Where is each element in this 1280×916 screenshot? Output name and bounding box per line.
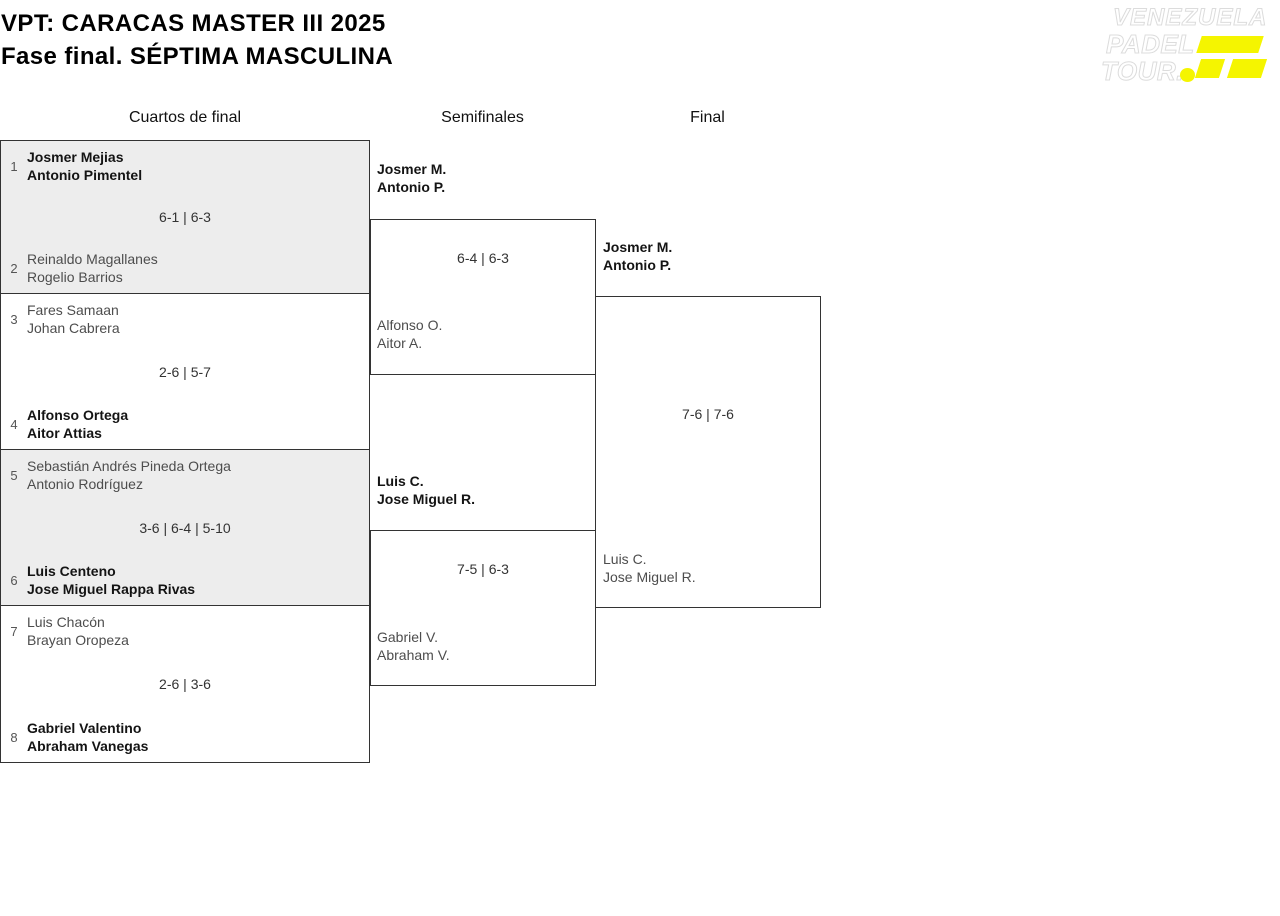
quarterfinal-match-3: 5 Sebastián Andrés Pineda Ortega Antonio… [1,449,369,605]
page-title: VPT: CARACAS MASTER III 2025 Fase final.… [1,7,393,73]
team-slot: 8 Gabriel Valentino Abraham Vanegas [1,719,369,755]
quarterfinal-match-4: 7 Luis Chacón Brayan Oropeza 2-6 | 3-6 8… [1,605,369,762]
team-name: Luis Centeno Jose Miguel Rappa Rivas [27,562,195,598]
semifinal-2-team-bottom: Gabriel V. Abraham V. [377,628,450,664]
team-name: Reinaldo Magallanes Rogelio Barrios [27,250,158,286]
seed-number: 3 [10,311,18,327]
phase-category: Fase final. SÉPTIMA MASCULINA [1,43,394,70]
seed-number: 5 [10,467,18,483]
team-name: Fares Samaan Johan Cabrera [27,301,120,337]
seed-number: 6 [10,572,18,588]
player-name: Antonio Pimentel [27,167,143,183]
seed-number: 7 [10,623,18,639]
player-name: Jose Miguel R. [377,491,476,507]
seed-number: 2 [10,260,18,276]
player-name: Rogelio Barrios [27,269,123,285]
match-score: 2-6 | 3-6 [159,676,211,692]
team-name: Luis Chacón Brayan Oropeza [27,613,129,649]
semifinal-2-box: 7-5 | 6-3 [370,530,596,686]
final-box: 7-6 | 7-6 [595,296,821,608]
match-score: 6-1 | 6-3 [159,209,211,225]
logo-text-venezuela: VENEZUELA [1112,4,1268,31]
team-slot: 1 Josmer Mejias Antonio Pimentel [1,148,369,184]
player-name: Gabriel Valentino [27,720,142,736]
logo-yellow-bar-icon [1196,36,1264,53]
team-slot: 5 Sebastián Andrés Pineda Ortega Antonio… [1,457,369,493]
player-name: Brayan Oropeza [27,632,129,648]
round-header-quarterfinals: Cuartos de final [128,109,242,126]
round-header-final: Final [690,109,725,126]
round-header-semifinals: Semifinales [441,109,524,126]
player-name: Jose Miguel R. [603,569,696,585]
final-team-bottom: Luis C. Jose Miguel R. [603,550,696,586]
player-name: Abraham Vanegas [27,738,149,754]
player-name: Jose Miguel Rappa Rivas [27,581,196,597]
team-name: Sebastián Andrés Pineda Ortega Antonio R… [27,457,231,493]
seed-number: 1 [10,158,18,174]
player-name: Luis C. [377,473,424,489]
match-score: 7-6 | 7-6 [682,406,734,422]
player-name: Antonio Rodríguez [27,476,143,492]
logo-yellow-parallelogram-small-icon [1194,59,1226,78]
player-name: Reinaldo Magallanes [27,251,158,267]
player-name: Josmer M. [377,161,447,177]
vpt-logo: VENEZUELA PADEL TOUR. [1100,4,1272,94]
player-name: Antonio P. [603,257,672,273]
team-name: Josmer Mejias Antonio Pimentel [27,148,142,184]
team-slot: 2 Reinaldo Magallanes Rogelio Barrios [1,250,369,286]
player-name: Luis Centeno [27,563,116,579]
team-slot: 7 Luis Chacón Brayan Oropeza [1,613,369,649]
quarterfinals-column: 1 Josmer Mejias Antonio Pimentel 6-1 | 6… [0,140,370,763]
logo-yellow-dot-icon [1180,68,1195,82]
player-name: Luis Chacón [27,614,105,630]
player-name: Aitor A. [377,335,423,351]
match-score: 3-6 | 6-4 | 5-10 [139,519,231,536]
match-score: 6-4 | 6-3 [457,250,509,266]
quarterfinal-match-1: 1 Josmer Mejias Antonio Pimentel 6-1 | 6… [1,141,369,293]
seed-number: 8 [10,729,18,745]
team-name: Alfonso Ortega Aitor Attias [27,406,128,442]
player-name: Josmer Mejias [27,149,124,165]
tournament-name: VPT: CARACAS MASTER III 2025 [1,10,386,37]
player-name: Gabriel V. [377,629,438,645]
team-slot: 3 Fares Samaan Johan Cabrera [1,301,369,337]
match-score: 7-5 | 6-3 [457,561,509,577]
logo-text-tour: TOUR. [1101,56,1184,86]
team-slot: 4 Alfonso Ortega Aitor Attias [1,406,369,442]
player-name: Aitor Attias [27,425,102,441]
seed-number: 4 [10,416,18,432]
logo-text-padel: PADEL [1106,29,1195,59]
team-name: Gabriel Valentino Abraham Vanegas [27,719,148,755]
match-score: 2-6 | 5-7 [159,363,211,380]
player-name: Fares Samaan [27,302,119,318]
final-team-top: Josmer M. Antonio P. [603,238,672,274]
semifinal-2-team-top: Luis C. Jose Miguel R. [377,472,475,508]
player-name: Alfonso O. [377,317,443,333]
player-name: Abraham V. [377,647,450,663]
team-slot: 6 Luis Centeno Jose Miguel Rappa Rivas [1,562,369,598]
player-name: Luis C. [603,551,647,567]
semifinal-1-team-top: Josmer M. Antonio P. [377,160,446,196]
semifinal-1-team-bottom: Alfonso O. Aitor A. [377,316,442,352]
player-name: Josmer M. [603,239,673,255]
player-name: Johan Cabrera [27,320,120,336]
player-name: Antonio P. [377,179,446,195]
player-name: Sebastián Andrés Pineda Ortega [27,458,231,474]
player-name: Alfonso Ortega [27,407,129,423]
logo-yellow-parallelogram-medium-icon [1226,59,1268,78]
quarterfinal-match-2: 3 Fares Samaan Johan Cabrera 2-6 | 5-7 4… [1,293,369,449]
